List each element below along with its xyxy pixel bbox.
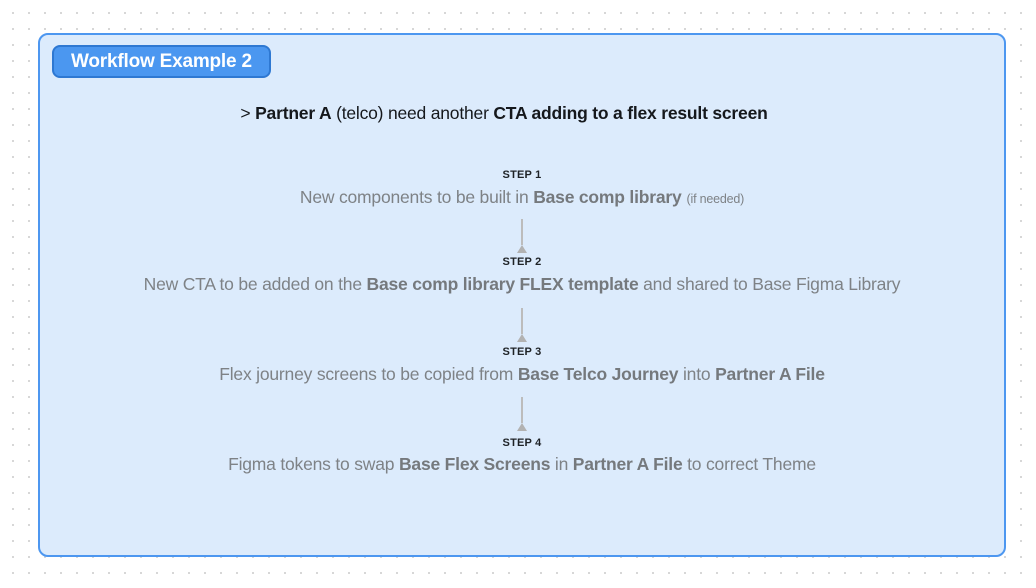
step4-segment: to correct Theme — [682, 454, 816, 474]
step4-segment: Figma tokens to swap — [228, 454, 399, 474]
step3-segment: Flex journey screens to be copied from — [219, 364, 518, 384]
step4-segment-bold: Base Flex Screens — [398, 454, 551, 474]
step1-text: New components to be built in Base comp … — [40, 187, 1004, 208]
workflow-description: > Partner A (telco) need another CTA add… — [22, 103, 986, 124]
step3-segment-bold: Base Telco Journey — [517, 364, 679, 384]
step2-text: New CTA to be added on the Base comp lib… — [40, 274, 1004, 295]
arrow-shaft — [521, 397, 523, 423]
step1-label: STEP 1 — [502, 169, 542, 181]
step2-segment: New CTA to be added on the — [143, 274, 367, 294]
step4-text: Figma tokens to swap Base Flex Screens i… — [40, 454, 1004, 475]
heading-segment: (telco) need another — [331, 103, 494, 123]
step4-label: STEP 4 — [502, 437, 542, 449]
step3-label: STEP 3 — [502, 346, 542, 358]
step2-label: STEP 2 — [502, 256, 542, 268]
arrow-shaft — [521, 219, 523, 245]
step1-segment-bold: Base comp library — [533, 187, 682, 207]
step1-segment: New components to be built in — [299, 187, 534, 207]
heading-segment-bold: Partner A — [255, 103, 332, 123]
step2-segment-bold: Base comp library FLEX template — [366, 274, 639, 294]
heading-segment: > — [240, 103, 256, 123]
arrow-head — [517, 334, 527, 342]
arrow-down-icon — [517, 308, 527, 342]
step4-segment-bold: Partner A File — [572, 454, 683, 474]
step2-segment: and shared to Base Figma Library — [638, 274, 901, 294]
workflow-title-label: Workflow Example 2 — [71, 50, 252, 72]
step1-note: (if needed) — [686, 192, 745, 206]
step3-segment-bold: Partner A File — [715, 364, 825, 384]
arrow-down-icon — [517, 219, 527, 253]
workflow-title-badge[interactable]: Workflow Example 2 — [52, 45, 271, 78]
arrow-shaft — [521, 308, 523, 334]
arrow-head — [517, 423, 527, 431]
step4-segment: in — [550, 454, 573, 474]
step3-text: Flex journey screens to be copied from B… — [40, 364, 1004, 385]
step3-segment: into — [678, 364, 716, 384]
heading-segment-bold: CTA adding to a flex result screen — [493, 103, 768, 123]
arrow-down-icon — [517, 397, 527, 431]
workflow-panel[interactable]: Workflow Example 2 > Partner A (telco) n… — [38, 33, 1006, 557]
arrow-head — [517, 245, 527, 253]
